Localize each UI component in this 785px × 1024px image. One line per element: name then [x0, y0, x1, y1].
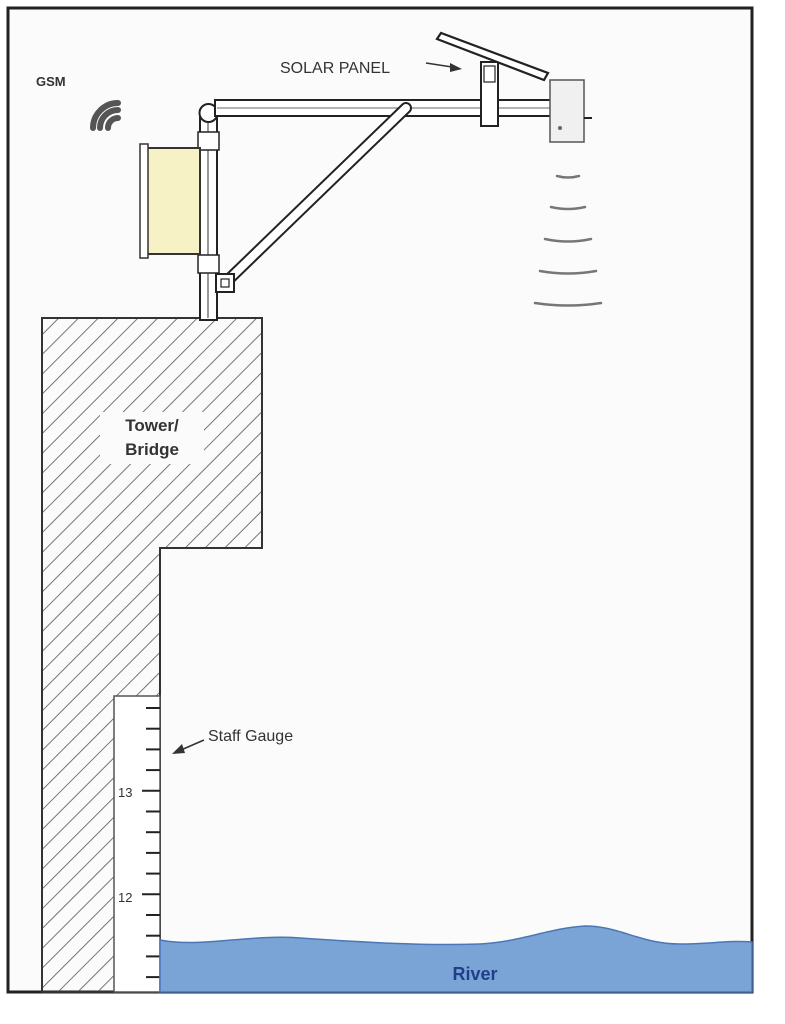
solar-panel-label: SOLAR PANEL	[280, 60, 390, 77]
diagonal-brace	[215, 102, 412, 293]
river-water	[159, 925, 753, 993]
tower-bridge-structure	[41, 317, 263, 993]
solar-panel-pointer-arrow	[425, 62, 462, 72]
wireless-signal-icon	[90, 100, 121, 131]
horizontal-arm	[214, 99, 556, 117]
data-logger-enclosure	[139, 143, 201, 259]
radar-level-sensor	[549, 79, 592, 143]
river-label: River	[452, 964, 497, 984]
gsm-label: GSM	[36, 74, 66, 89]
tower-label-line2: Bridge	[125, 440, 179, 459]
solar-panel	[435, 31, 550, 82]
staff-gauge-ticks	[142, 707, 160, 979]
staff-gauge	[113, 695, 161, 993]
mounting-pole	[197, 103, 220, 321]
solar-panel-mount	[480, 61, 499, 127]
tower-label-background	[100, 412, 204, 464]
tower-label-line1: Tower/	[125, 416, 179, 435]
staff-gauge-label: Staff Gauge	[208, 728, 293, 745]
gauge-mark-12: 12	[118, 890, 132, 905]
sensor-signal-waves	[533, 174, 603, 307]
gauge-mark-13: 13	[118, 785, 132, 800]
staff-gauge-pointer-arrow	[172, 739, 205, 754]
